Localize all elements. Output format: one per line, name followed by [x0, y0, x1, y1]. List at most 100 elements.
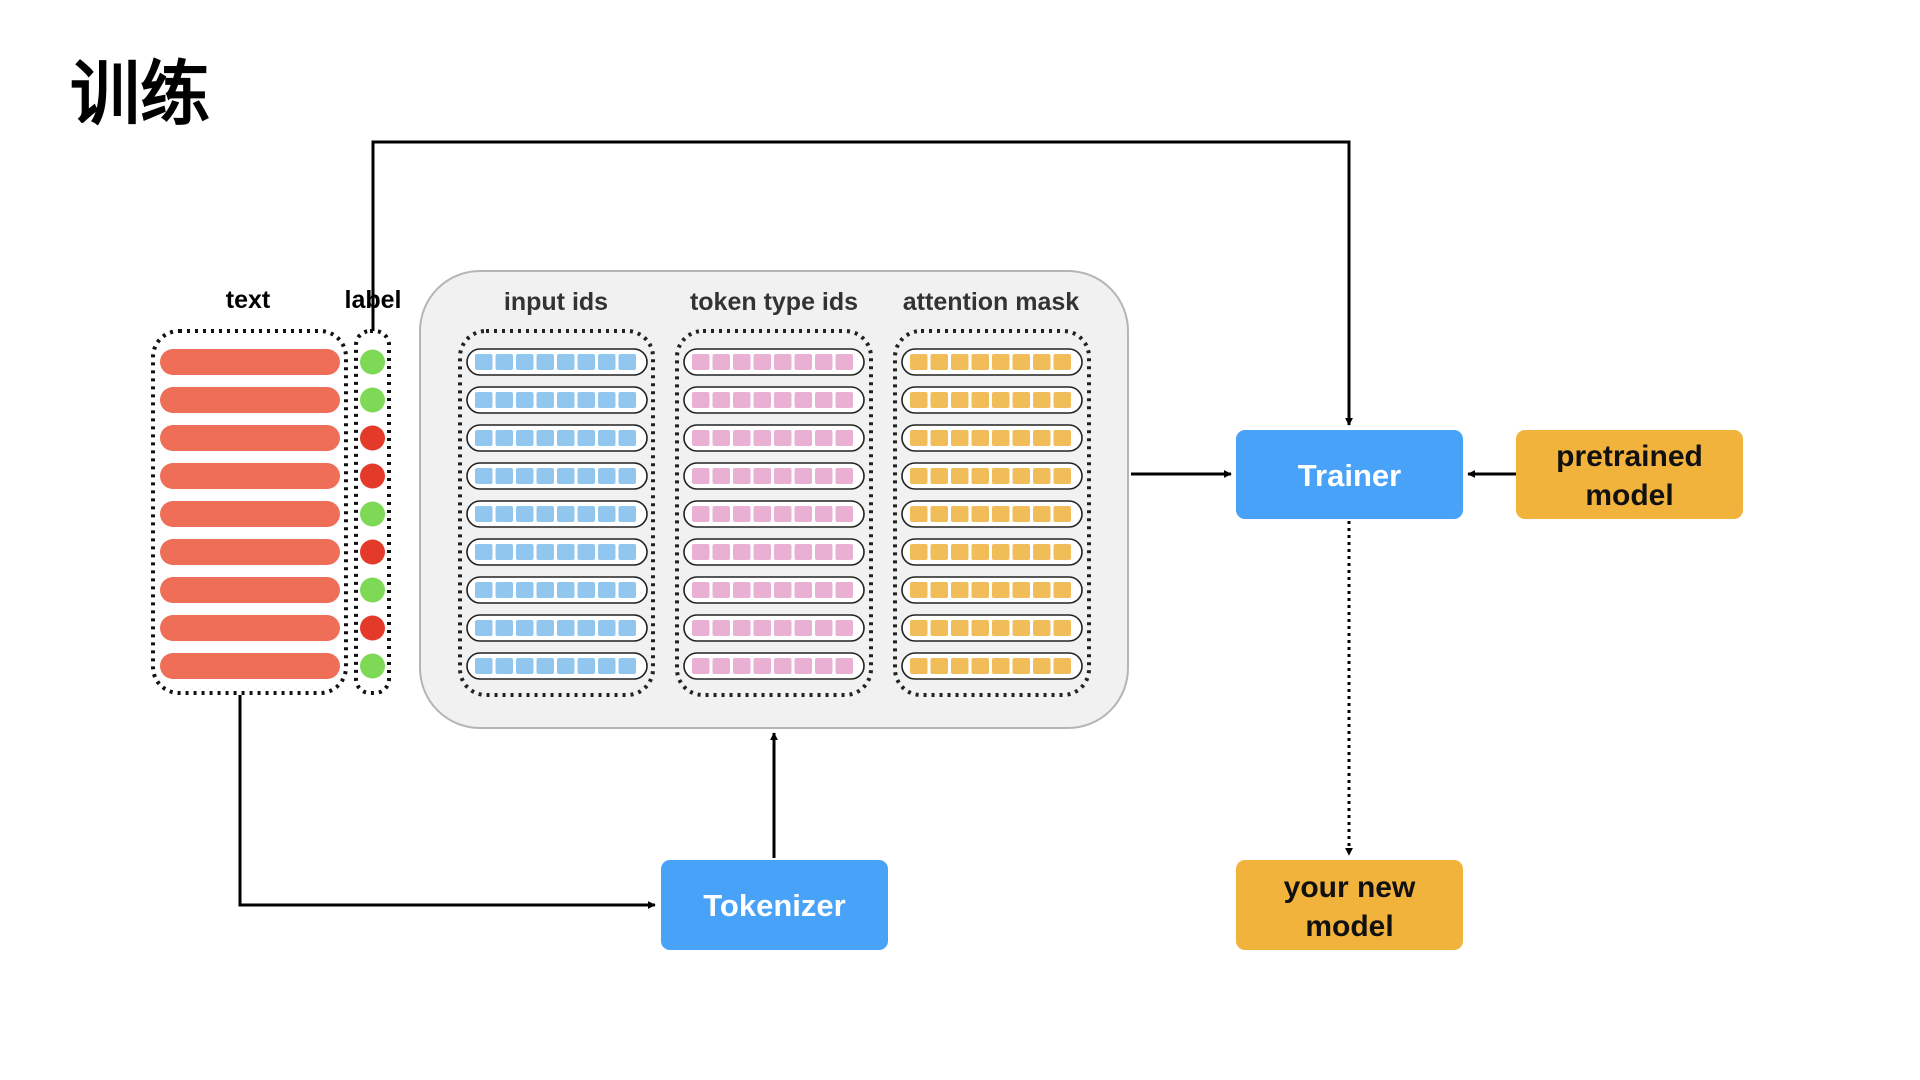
token-type-id-cell [794, 430, 812, 446]
token-type-id-cell [753, 506, 771, 522]
input-id-cell [475, 582, 493, 598]
input-id-cell [557, 544, 575, 560]
attention-mask-row [901, 424, 1083, 452]
attention-mask-cell [1053, 392, 1071, 408]
input-ids-header: input ids [504, 288, 608, 316]
input-id-cell [536, 354, 554, 370]
attention-mask-cell [971, 506, 989, 522]
input-id-row [466, 576, 648, 604]
input-id-row [466, 462, 648, 490]
token-type-id-cell [774, 582, 792, 598]
attention-mask-cell [971, 620, 989, 636]
input-id-cell [618, 354, 636, 370]
input-id-cell [618, 468, 636, 484]
token-type-id-cell [794, 544, 812, 560]
token-type-id-cell [774, 392, 792, 408]
token-type-id-cell [712, 544, 730, 560]
token-type-id-cell [712, 468, 730, 484]
token-type-id-cell [835, 620, 853, 636]
token-type-id-cell [774, 354, 792, 370]
input-id-cell [536, 582, 554, 598]
input-id-cell [557, 430, 575, 446]
input-id-cell [598, 468, 616, 484]
attention-mask-cell [1033, 506, 1051, 522]
page-title: 训练 [70, 53, 210, 135]
token-type-id-cell [692, 392, 710, 408]
input-id-cell [598, 620, 616, 636]
input-id-cell [618, 544, 636, 560]
input-id-cell [577, 468, 595, 484]
token-type-id-cell [753, 430, 771, 446]
attention-mask-cell [971, 544, 989, 560]
input-id-row [466, 500, 648, 528]
input-id-cell [475, 468, 493, 484]
text-bar [160, 387, 340, 413]
token-type-id-cell [815, 392, 833, 408]
label-dot-positive [360, 653, 385, 679]
token-type-id-cell [815, 354, 833, 370]
input-id-cell [536, 468, 554, 484]
input-id-cell [577, 620, 595, 636]
token-type-id-cell [753, 658, 771, 674]
token-type-id-row [683, 500, 865, 528]
token-type-id-cell [835, 392, 853, 408]
input-id-cell [516, 544, 534, 560]
attention-mask-cell [1033, 620, 1051, 636]
input-id-cell [536, 392, 554, 408]
text-bars [160, 349, 340, 679]
attention-mask-cell [951, 658, 969, 674]
input-id-cell [475, 430, 493, 446]
token-type-id-cell [794, 658, 812, 674]
attention-mask-cell [910, 354, 928, 370]
input-id-cell [618, 506, 636, 522]
input-id-cell [577, 392, 595, 408]
token-type-id-cell [815, 430, 833, 446]
attention-mask-cell [992, 430, 1010, 446]
token-type-id-cell [692, 658, 710, 674]
attention-mask-cell [930, 392, 948, 408]
attention-mask-cell [1012, 468, 1030, 484]
label-dot-positive [360, 387, 385, 413]
label-dot-positive [360, 577, 385, 603]
attention-mask-cell [1033, 582, 1051, 598]
token-type-id-cell [794, 468, 812, 484]
token-type-id-cell [835, 658, 853, 674]
token-type-id-row [683, 538, 865, 566]
attention-mask-cell [992, 354, 1010, 370]
attention-mask-cell [1053, 354, 1071, 370]
attention-mask-cell [910, 392, 928, 408]
input-ids-group-outline [458, 329, 655, 697]
input-id-row [466, 652, 648, 680]
attention-mask-cell [930, 544, 948, 560]
token-type-id-row [683, 348, 865, 376]
attention-mask-cell [1033, 544, 1051, 560]
attention-mask-cell [1033, 392, 1051, 408]
attention-mask-row [901, 576, 1083, 604]
new-model-box: your new model [1236, 860, 1463, 950]
label-dot-negative [360, 539, 385, 565]
input-id-cell [495, 430, 513, 446]
label-dot-positive [360, 349, 385, 375]
attention-mask-cell [910, 430, 928, 446]
text-column-header: text [226, 286, 271, 314]
input-id-cell [598, 506, 616, 522]
input-id-cell [577, 544, 595, 560]
input-id-cell [475, 620, 493, 636]
attention-mask-cell [951, 620, 969, 636]
input-id-cell [577, 658, 595, 674]
input-id-cell [495, 658, 513, 674]
label-dot-negative [360, 425, 385, 451]
attention-mask-row [901, 348, 1083, 376]
token-type-id-cell [692, 506, 710, 522]
attention-mask-cell [971, 430, 989, 446]
attention-mask-cell [1012, 544, 1030, 560]
token-type-id-row [683, 424, 865, 452]
attention-mask-cell [971, 468, 989, 484]
input-id-cell [557, 354, 575, 370]
token-type-ids-header: token type ids [690, 288, 858, 316]
input-id-cell [557, 468, 575, 484]
token-type-id-cell [794, 582, 812, 598]
input-id-row [466, 386, 648, 414]
attention-mask-cell [951, 468, 969, 484]
token-type-id-cell [835, 506, 853, 522]
